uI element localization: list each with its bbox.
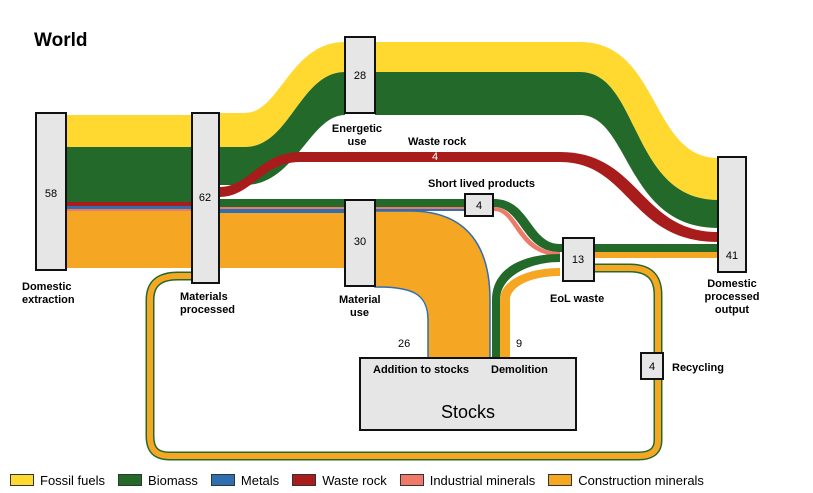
label-materials-processed-1: Materials: [180, 291, 228, 303]
legend-label: Industrial minerals: [429, 472, 536, 488]
flow-eol-output-construction: [594, 252, 718, 258]
label-eol-waste: EoL waste: [550, 293, 604, 305]
node-recycling: [640, 352, 664, 380]
node-domestic-extraction: [35, 112, 67, 271]
flow-industrial-extraction: [66, 209, 192, 211]
legend-label: Construction minerals: [578, 472, 704, 488]
flow-biomass-energetic-output: [375, 72, 718, 228]
node-stocks-label: Stocks: [441, 402, 495, 422]
flow-construction-extraction: [66, 211, 192, 268]
flow-eol-output-biomass: [594, 244, 718, 250]
legend-swatch-metals: [210, 474, 235, 486]
flow-demolition-construction: [500, 268, 560, 358]
node-material-use: [344, 199, 376, 287]
flow-waste-rock-extraction: [66, 202, 192, 206]
label-demolition: Demolition: [491, 364, 548, 376]
diagram-title: World: [34, 30, 87, 51]
legend-label: Metals: [240, 472, 280, 488]
node-domestic-processed-output: [717, 156, 747, 273]
flow-fossil-energetic: [219, 42, 345, 147]
label-energetic-use-1: Energetic: [332, 123, 382, 135]
label-short-lived-products: Short lived products: [428, 178, 535, 190]
node-short-lived-products-value: 4: [476, 200, 482, 212]
legend-item-metals: Metals: [210, 472, 280, 488]
label-dpo-3: output: [715, 304, 750, 316]
label-domestic-extraction-1: Domestic: [22, 281, 72, 293]
node-stocks: [359, 357, 577, 431]
legend-label: Waste rock: [322, 472, 387, 488]
legend-item-construction-minerals: Construction minerals: [548, 473, 704, 488]
label-demolition-value: 9: [516, 338, 522, 350]
legend-item-industrial-minerals: Industrial minerals: [399, 472, 536, 488]
flow-waste-rock-output: [219, 152, 718, 242]
legend-item-biomass: Biomass: [118, 473, 198, 488]
label-dpo-1: Domestic: [707, 278, 757, 290]
flow-demolition: [492, 254, 560, 358]
flow-construction-material-use: [219, 213, 345, 268]
label-materials-processed-2: processed: [180, 304, 235, 316]
flow-industrial-short-lived: [219, 207, 465, 209]
flow-short-lived-output-minerals: [494, 207, 560, 256]
flow-metals-extraction: [66, 206, 192, 209]
flow-recycling-loop-inner: [147, 265, 661, 459]
node-material-use-value: 30: [354, 236, 366, 248]
flow-biomass-extraction: [66, 147, 192, 202]
label-energetic-use-2: use: [348, 136, 367, 148]
node-eol-waste: [562, 237, 595, 282]
flow-fossil-energetic-output: [375, 42, 718, 200]
label-material-use-2: use: [350, 307, 369, 319]
label-domestic-extraction-2: extraction: [22, 294, 75, 306]
flow-metals-short-lived: [219, 209, 465, 211]
legend-label: Fossil fuels: [40, 472, 106, 488]
flow-addition-to-stocks: [374, 210, 491, 359]
node-domestic-processed-output-value: 41: [726, 250, 738, 262]
legend-item-waste-rock: Waste rock: [292, 473, 387, 488]
legend-swatch-construction-minerals: [548, 474, 573, 486]
flow-biomass-short-lived: [219, 199, 465, 207]
node-recycling-value: 4: [649, 361, 655, 373]
legend-item-fossil-fuels: Fossil fuels: [10, 473, 105, 488]
legend-swatch-fossil-fuels: [10, 474, 34, 486]
node-domestic-extraction-value: 58: [45, 188, 57, 200]
node-energetic-use: [344, 36, 376, 114]
legend-swatch-industrial-minerals: [399, 474, 424, 486]
label-material-use-1: Material: [339, 294, 381, 306]
node-energetic-use-value: 28: [354, 70, 366, 82]
label-recycling: Recycling: [672, 362, 724, 374]
legend-swatch-waste-rock: [292, 474, 317, 486]
label-waste-rock: Waste rock: [408, 136, 467, 148]
flow-fossil-extraction: [66, 115, 192, 147]
label-addition-to-stocks-value: 26: [398, 338, 410, 350]
node-short-lived-products: [464, 193, 494, 217]
label-addition-to-stocks: Addition to stocks: [373, 364, 469, 376]
label-waste-rock-value: 4: [432, 151, 438, 163]
legend-swatch-biomass: [118, 474, 143, 486]
node-materials-processed: [191, 112, 220, 284]
label-dpo-2: processed: [704, 291, 759, 303]
legend: Fossil fuels Biomass Metals Waste rock I…: [10, 470, 810, 490]
flow-biomass-energetic: [219, 72, 345, 185]
legend-label: Biomass: [148, 472, 198, 488]
flow-metals-material-use: [219, 211, 345, 213]
node-materials-processed-value: 62: [199, 192, 211, 204]
node-eol-waste-value: 13: [572, 254, 584, 266]
